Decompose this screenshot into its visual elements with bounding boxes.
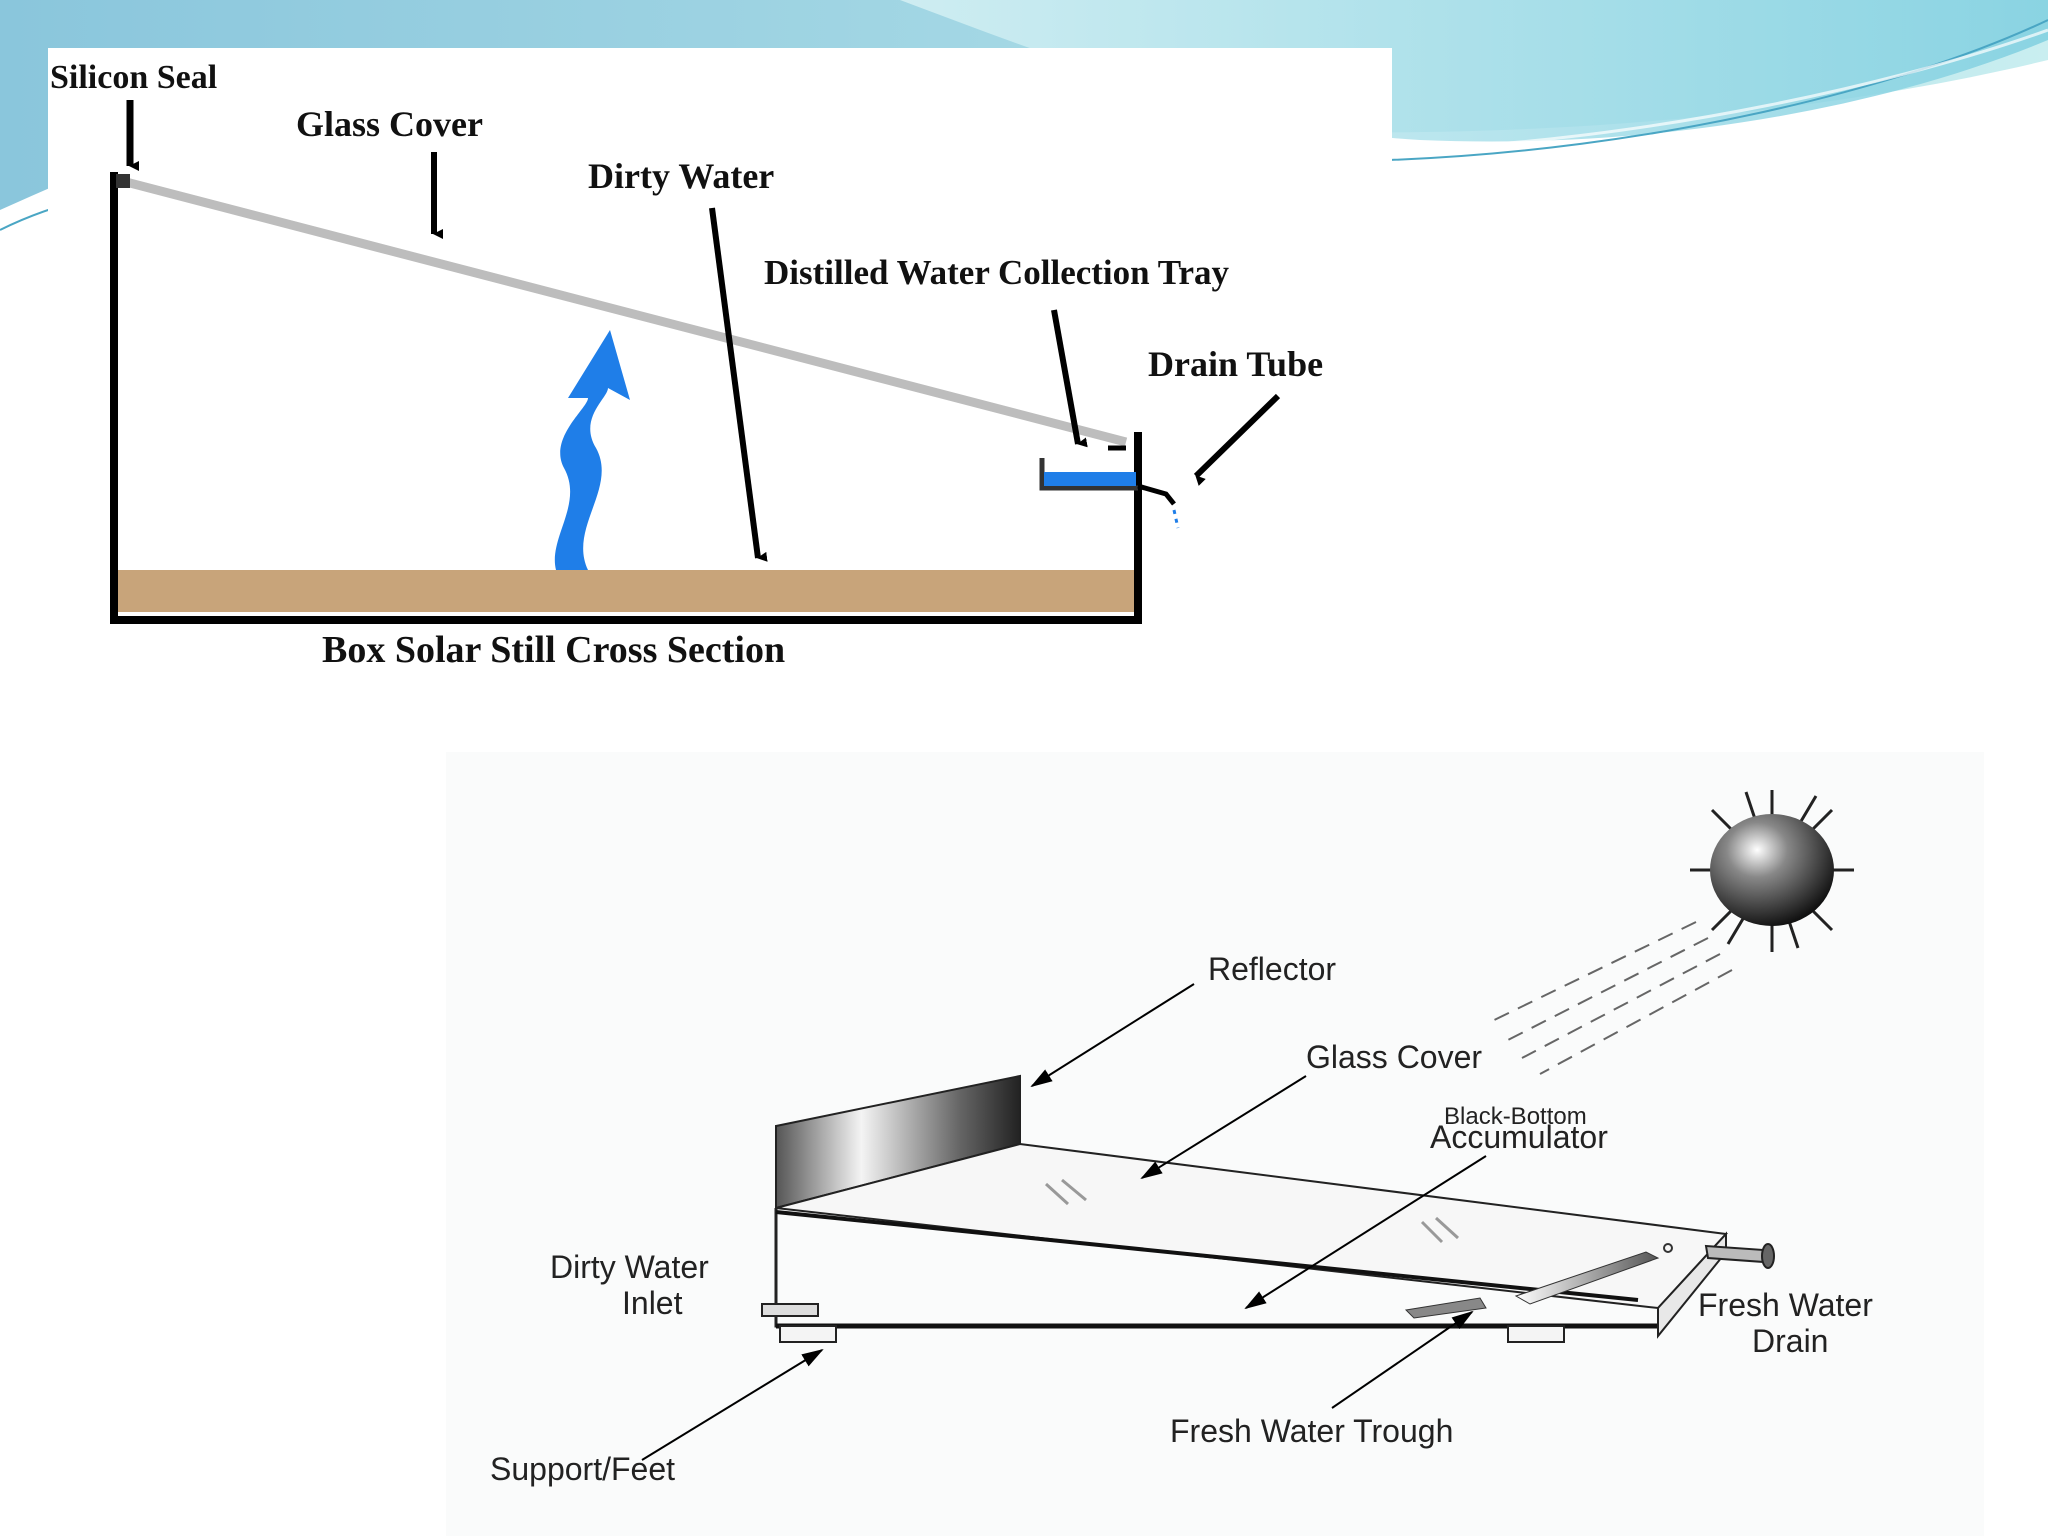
label-fresh-water-trough: Fresh Water Trough <box>1170 1413 1453 1449</box>
drain-tube <box>1137 483 1176 506</box>
label-glass-cover-2: Glass Cover <box>1306 1039 1482 1075</box>
still-box-outline <box>110 172 1142 624</box>
evaporation-arrow <box>554 330 630 570</box>
support-foot-right <box>1507 1325 1565 1343</box>
label-reflector: Reflector <box>1208 951 1336 987</box>
label-dirty-water-inlet-2: Inlet <box>622 1285 683 1321</box>
fresh-water-trough <box>1404 1297 1487 1319</box>
label-accumulator: Accumulator <box>1430 1119 1608 1155</box>
collection-tray <box>1039 458 1138 491</box>
figure-caption: Box Solar Still Cross Section <box>322 629 785 670</box>
label-dirty-water: Dirty Water <box>588 156 774 196</box>
drain-drops <box>1172 509 1180 529</box>
sun-rays <box>1485 921 1733 1075</box>
collection-tray-water <box>1044 472 1136 486</box>
label-fresh-water-drain-1: Fresh Water <box>1698 1287 1873 1323</box>
silicon-seal-mark <box>116 174 130 188</box>
dirty-water-bed <box>112 570 1134 612</box>
box-solar-still-diagram: Silicon Seal Glass Cover Dirty Water Dis… <box>48 48 1392 670</box>
glass-cover-pane <box>124 177 1128 447</box>
label-silicon-seal: Silicon Seal <box>50 59 217 96</box>
label-support-feet: Support/Feet <box>490 1451 675 1487</box>
label-black-bottom: Black-Bottom <box>1444 1103 1587 1130</box>
black-bottom-accumulator <box>1514 1251 1660 1305</box>
label-fresh-water-drain-2: Drain <box>1752 1323 1828 1359</box>
sun-icon <box>1690 790 1854 952</box>
solar-still-apparatus <box>761 1074 1775 1343</box>
label-glass-cover: Glass Cover <box>296 104 483 144</box>
label-dirty-water-inlet-1: Dirty Water <box>550 1249 709 1285</box>
label-drain-tube: Drain Tube <box>1148 344 1323 384</box>
dirty-water-inlet-pipe <box>761 1303 819 1317</box>
solar-still-perspective-diagram: Reflector Glass Cover Black-Bottom Accum… <box>446 752 1984 1536</box>
label-collection-tray: Distilled Water Collection Tray <box>764 253 1230 292</box>
support-foot-left <box>779 1325 837 1343</box>
